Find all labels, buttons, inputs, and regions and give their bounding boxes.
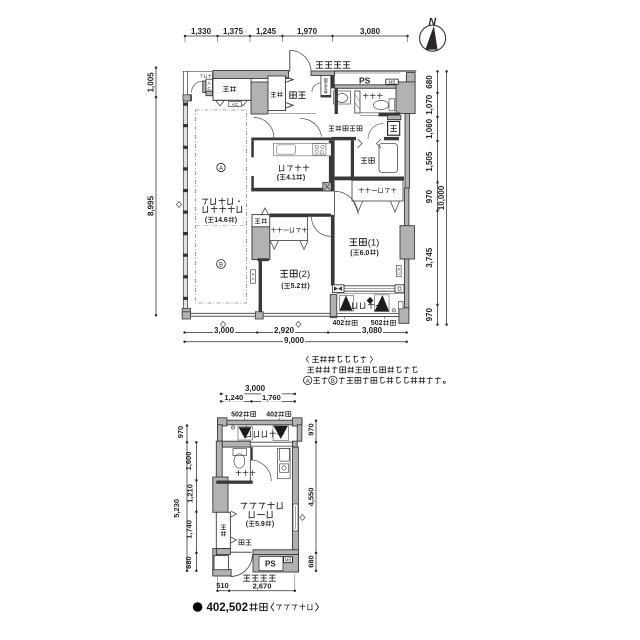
svg-text:(2): (2) bbox=[299, 269, 311, 280]
svg-text:3,745: 3,745 bbox=[425, 247, 434, 268]
svg-text:5.9: 5.9 bbox=[255, 521, 265, 528]
svg-text:6.0: 6.0 bbox=[360, 250, 370, 257]
svg-text:): ) bbox=[235, 217, 237, 224]
svg-text:1,070: 1,070 bbox=[425, 94, 434, 115]
svg-text:970: 970 bbox=[176, 426, 185, 439]
svg-text:A: A bbox=[397, 268, 400, 272]
svg-text:C: C bbox=[252, 277, 255, 281]
svg-text:): ) bbox=[272, 521, 274, 528]
svg-text:A: A bbox=[252, 272, 255, 276]
svg-text:14.6: 14.6 bbox=[214, 217, 228, 224]
svg-text:402: 402 bbox=[266, 411, 278, 418]
svg-text:MB: MB bbox=[389, 79, 396, 84]
svg-text:B: B bbox=[331, 378, 335, 385]
svg-text:PS: PS bbox=[359, 76, 371, 86]
svg-text:): ) bbox=[303, 174, 305, 181]
svg-text:A: A bbox=[219, 166, 223, 172]
svg-text:PS: PS bbox=[265, 560, 276, 569]
svg-text:402: 402 bbox=[333, 320, 345, 327]
svg-text:5.2: 5.2 bbox=[291, 283, 301, 290]
svg-text:A: A bbox=[208, 81, 212, 86]
svg-text:3,000: 3,000 bbox=[245, 384, 266, 393]
svg-text:1,375: 1,375 bbox=[223, 27, 244, 36]
svg-text:2,920: 2,920 bbox=[274, 326, 295, 335]
svg-text:970: 970 bbox=[425, 308, 434, 322]
svg-text:9,000: 9,000 bbox=[284, 336, 305, 345]
svg-text:1,330: 1,330 bbox=[191, 27, 212, 36]
svg-text:1,740: 1,740 bbox=[185, 520, 194, 539]
svg-text:(: ( bbox=[205, 217, 208, 224]
svg-text:502: 502 bbox=[371, 320, 383, 327]
svg-text:1,240: 1,240 bbox=[224, 393, 243, 402]
svg-text:510: 510 bbox=[216, 581, 229, 590]
svg-text:AC: AC bbox=[232, 102, 239, 107]
svg-text:A: A bbox=[306, 378, 311, 385]
svg-text:10,000: 10,000 bbox=[437, 185, 446, 210]
svg-text:1,245: 1,245 bbox=[256, 27, 277, 36]
svg-text:1,600: 1,600 bbox=[184, 452, 193, 471]
svg-text:680: 680 bbox=[184, 556, 193, 569]
svg-text:C: C bbox=[397, 272, 400, 276]
svg-text:3,000: 3,000 bbox=[214, 326, 235, 335]
svg-text:(: ( bbox=[350, 250, 353, 257]
svg-text:680: 680 bbox=[425, 75, 434, 89]
svg-text:): ) bbox=[376, 250, 378, 257]
svg-text:(: ( bbox=[281, 283, 284, 290]
svg-text:1,505: 1,505 bbox=[425, 151, 434, 172]
svg-text:B: B bbox=[219, 263, 223, 269]
svg-text:1,760: 1,760 bbox=[262, 393, 281, 402]
svg-text:680: 680 bbox=[306, 555, 315, 568]
svg-text:3,080: 3,080 bbox=[360, 27, 381, 36]
svg-text:N: N bbox=[429, 16, 437, 28]
svg-text:1,970: 1,970 bbox=[297, 27, 318, 36]
svg-text:4,550: 4,550 bbox=[306, 488, 315, 507]
svg-text:4.1: 4.1 bbox=[286, 174, 296, 181]
svg-text:8,995: 8,995 bbox=[146, 195, 155, 216]
svg-text:1,060: 1,060 bbox=[425, 118, 434, 139]
svg-text:5,230: 5,230 bbox=[172, 499, 181, 518]
svg-text:): ) bbox=[307, 283, 309, 290]
svg-text:3,080: 3,080 bbox=[362, 326, 383, 335]
svg-text:970: 970 bbox=[425, 189, 434, 203]
svg-text:(1): (1) bbox=[368, 237, 380, 248]
svg-text:MB: MB bbox=[285, 558, 291, 563]
svg-text:502: 502 bbox=[231, 411, 243, 418]
svg-text:(: ( bbox=[246, 521, 249, 528]
svg-text:402,502: 402,502 bbox=[207, 602, 249, 614]
svg-text:970: 970 bbox=[306, 423, 315, 436]
svg-text:(: ( bbox=[277, 174, 280, 181]
svg-text:C: C bbox=[208, 86, 212, 91]
svg-text:2,670: 2,670 bbox=[253, 582, 272, 591]
svg-text:1,210: 1,210 bbox=[186, 484, 195, 503]
svg-text:1,005: 1,005 bbox=[146, 72, 155, 93]
